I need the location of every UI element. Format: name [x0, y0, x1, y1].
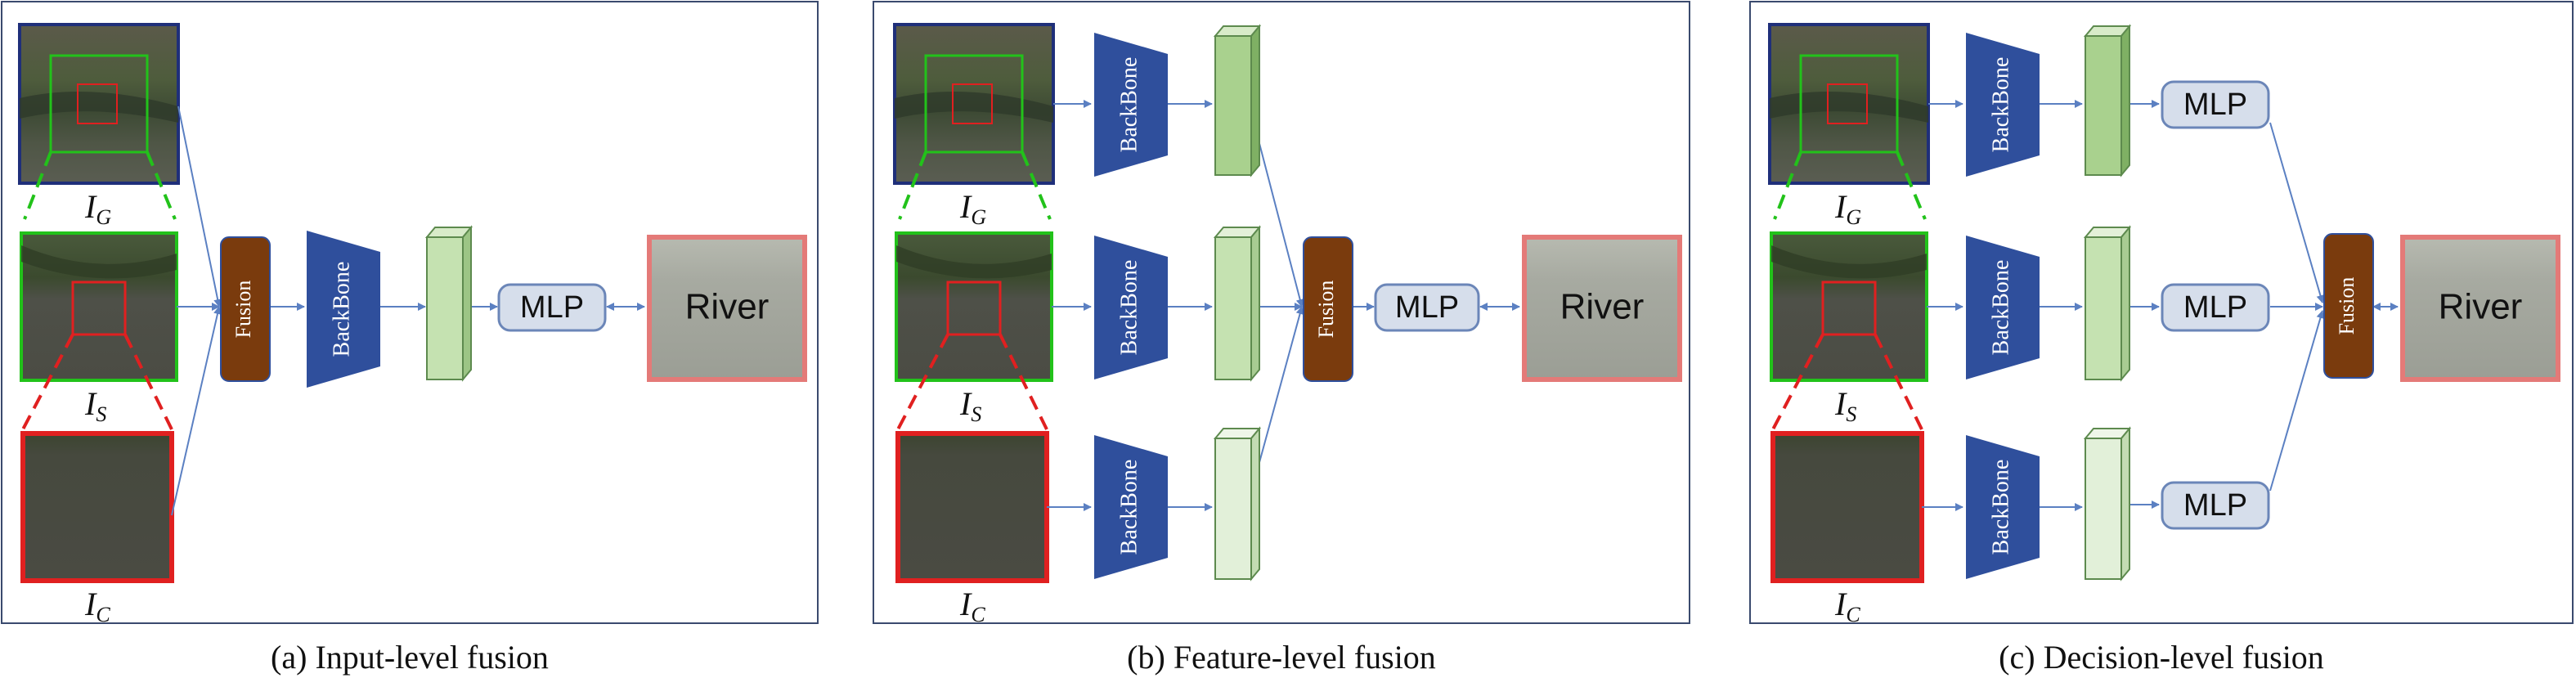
mlp-block-global: MLP — [2161, 80, 2270, 129]
image-center — [1770, 431, 1924, 583]
svg-text:BackBone: BackBone — [1988, 460, 2013, 555]
feature-vector-scene — [1213, 225, 1262, 382]
backbone-block-scene: BackBone — [1094, 236, 1168, 379]
label-center: IC — [959, 586, 985, 626]
svg-text:BackBone: BackBone — [1116, 260, 1142, 356]
label-global: IG — [84, 188, 111, 229]
image-scene — [895, 231, 1053, 382]
mlp-block-center: MLP — [2161, 481, 2270, 530]
backbone-block-center: BackBone — [1094, 435, 1168, 579]
fusion-block: Fusion — [2323, 233, 2374, 379]
backbone-block-center: BackBone — [1966, 435, 2040, 579]
svg-text:MLP: MLP — [2183, 88, 2247, 122]
svg-text:BackBone: BackBone — [1116, 57, 1142, 153]
mlp-block-scene: MLP — [2161, 283, 2270, 332]
label-global: IG — [1834, 188, 1861, 229]
svg-text:MLP: MLP — [2183, 290, 2247, 325]
caption-panel-c: (c) Decision-level fusion — [1999, 639, 2324, 676]
label-global: IG — [959, 188, 986, 229]
backbone-block: BackBone — [307, 231, 380, 388]
output-image: River — [1522, 235, 1682, 382]
image-scene — [1770, 231, 1928, 382]
feature-vector-global — [2083, 24, 2132, 177]
flow-arrows — [1047, 100, 1520, 511]
svg-text:MLP: MLP — [520, 290, 584, 325]
label-center: IC — [1834, 586, 1860, 626]
zoom-lines — [1771, 151, 1927, 430]
panel-feature-level-fusion: IG IS IC BackBone BackBone BackBon — [873, 1, 1690, 626]
svg-text:Fusion: Fusion — [231, 281, 255, 339]
image-center — [895, 431, 1049, 583]
label-center: IC — [84, 586, 110, 626]
panel-decision-level-fusion: IG IS IC BackBone BackBone — [1749, 1, 2574, 626]
svg-text:MLP: MLP — [2183, 488, 2247, 523]
image-global — [18, 23, 180, 185]
svg-text:Fusion: Fusion — [1314, 281, 1338, 339]
feature-vector-global — [1213, 24, 1262, 177]
mlp-block: MLP — [1374, 283, 1480, 332]
feature-vector-center — [1213, 426, 1262, 581]
backbone-block-global: BackBone — [1966, 33, 2040, 177]
feature-vector-center — [2083, 426, 2132, 581]
image-global — [1768, 23, 1930, 185]
svg-text:BackBone: BackBone — [329, 262, 354, 357]
backbone-block-global: BackBone — [1094, 33, 1168, 177]
caption-panel-b: (b) Feature-level fusion — [1127, 639, 1436, 676]
svg-text:MLP: MLP — [1395, 290, 1459, 325]
label-scene: IS — [1834, 385, 1856, 426]
svg-text:BackBone: BackBone — [1988, 260, 2013, 356]
output-image: River — [647, 235, 807, 382]
flow-arrows — [1922, 100, 2399, 511]
svg-text:River: River — [1560, 287, 1645, 327]
image-center — [20, 431, 174, 583]
image-scene — [20, 231, 178, 382]
feature-vector — [424, 225, 473, 382]
fusion-block: Fusion — [220, 236, 271, 382]
svg-text:River: River — [2439, 287, 2523, 327]
feature-vector-scene — [2083, 225, 2132, 382]
label-scene: IS — [959, 385, 981, 426]
caption-panel-a: (a) Input-level fusion — [271, 639, 549, 676]
image-global — [893, 23, 1055, 185]
mlp-block: MLP — [497, 283, 607, 332]
output-image: River — [2400, 235, 2560, 382]
panel-frame — [1749, 1, 2574, 624]
zoom-lines — [896, 151, 1052, 430]
zoom-lines — [21, 151, 177, 430]
label-scene: IS — [84, 385, 106, 426]
panel-frame — [1, 1, 819, 624]
panel-input-level-fusion: IG IS IC Fusion BackBone — [1, 1, 819, 626]
backbone-block-scene: BackBone — [1966, 236, 2040, 379]
panel-frame — [873, 1, 1690, 624]
input-arrows — [171, 106, 645, 516]
svg-text:Fusion: Fusion — [2335, 277, 2358, 335]
svg-text:BackBone: BackBone — [1116, 460, 1142, 555]
svg-text:River: River — [685, 287, 770, 327]
svg-text:BackBone: BackBone — [1988, 57, 2013, 153]
fusion-block: Fusion — [1303, 236, 1353, 382]
